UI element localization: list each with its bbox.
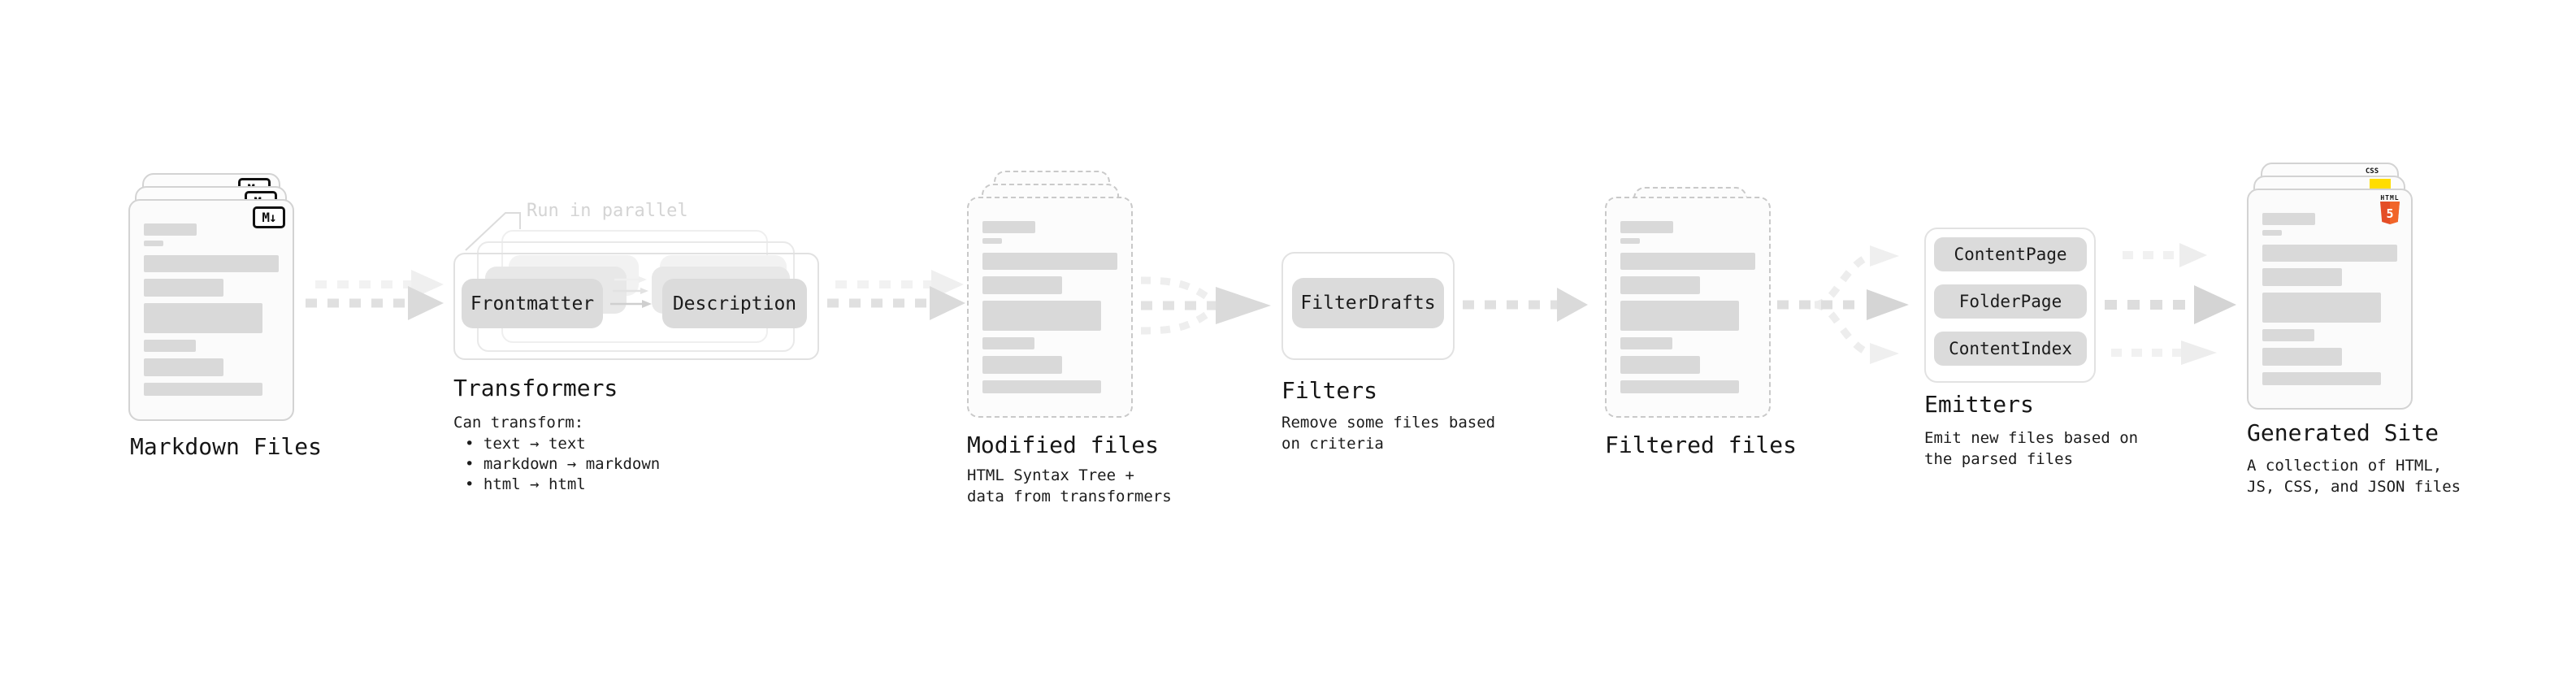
skeleton-bar bbox=[2262, 348, 2342, 366]
skeleton-bar bbox=[2262, 329, 2314, 341]
skeleton-bar bbox=[2262, 372, 2381, 385]
filters-desc: on criteria bbox=[1281, 435, 1384, 453]
skeleton-bar bbox=[982, 276, 1062, 294]
skeleton-bar bbox=[1620, 238, 1640, 244]
filters-desc: Remove some files based bbox=[1281, 414, 1496, 432]
skeleton-bar bbox=[144, 358, 223, 376]
skeleton-bar bbox=[982, 380, 1101, 393]
markdown-icon: M↓ bbox=[253, 206, 285, 228]
skeleton-bar bbox=[982, 253, 1117, 270]
js-file-icon bbox=[2370, 179, 2391, 190]
skeleton-bar bbox=[2262, 293, 2381, 323]
transformers-bullet: • text → text bbox=[465, 435, 586, 453]
html5-icon-wordmark: HTML bbox=[2380, 194, 2400, 202]
skeleton-bar bbox=[144, 241, 163, 246]
svg-text:5: 5 bbox=[2386, 206, 2393, 221]
html5-icon: HTML 5 bbox=[2379, 194, 2401, 229]
emitter-pill-contentpage: ContentPage bbox=[1934, 237, 2087, 271]
modified-files-desc: HTML Syntax Tree + bbox=[967, 466, 1134, 484]
markdown-file-card: M↓ bbox=[128, 199, 294, 421]
filters-label: Filters bbox=[1281, 377, 1378, 404]
arrow-filters-to-filtered bbox=[1463, 288, 1588, 322]
skeleton-bar bbox=[1620, 356, 1700, 374]
emitters-label: Emitters bbox=[1924, 391, 2034, 418]
transformers-bullet: • markdown → markdown bbox=[465, 455, 661, 473]
generated-site-desc: JS, CSS, and JSON files bbox=[2247, 478, 2461, 496]
run-in-parallel-connector bbox=[465, 212, 521, 251]
emitters-desc: the parsed files bbox=[1924, 450, 2074, 468]
generated-site-label: Generated Site bbox=[2247, 419, 2439, 446]
modified-files-desc: data from transformers bbox=[967, 488, 1172, 505]
file-skeleton bbox=[2262, 213, 2397, 385]
skeleton-bar bbox=[144, 255, 279, 272]
site-file-card-html: HTML 5 bbox=[2247, 189, 2413, 410]
transformer-pill-frontmatter: Frontmatter bbox=[462, 279, 603, 328]
skeleton-bar bbox=[144, 223, 197, 236]
modified-file-card bbox=[967, 197, 1133, 418]
skeleton-bar bbox=[982, 301, 1101, 331]
arrow-filtered-to-emitters bbox=[1777, 245, 1909, 364]
transformers-desc-heading: Can transform: bbox=[453, 414, 584, 432]
file-skeleton bbox=[982, 221, 1117, 393]
skeleton-bar bbox=[1620, 380, 1739, 393]
markdown-files-label: Markdown Files bbox=[130, 433, 323, 460]
emitters-desc: Emit new files based on bbox=[1924, 429, 2139, 447]
transformer-pill-description: Description bbox=[662, 279, 807, 328]
skeleton-bar bbox=[982, 337, 1034, 349]
arrow-transformers-to-modified bbox=[827, 286, 965, 320]
transformers-bullet: • html → html bbox=[465, 475, 586, 493]
arrow-modified-to-filters bbox=[1140, 276, 1271, 335]
skeleton-bar bbox=[144, 279, 223, 297]
emitter-pill-contentindex: ContentIndex bbox=[1934, 332, 2087, 366]
skeleton-bar bbox=[1620, 276, 1700, 294]
skeleton-bar bbox=[1620, 301, 1739, 331]
arrow-emitters-out-top bbox=[2123, 243, 2207, 267]
css-icon-label: CSS bbox=[2365, 167, 2379, 176]
generated-site-desc: A collection of HTML, bbox=[2247, 457, 2443, 475]
html5-shield: 5 bbox=[2380, 202, 2400, 224]
file-skeleton bbox=[1620, 221, 1755, 393]
skeleton-bar bbox=[2262, 245, 2397, 262]
emitter-pill-folderpage: FolderPage bbox=[1934, 284, 2087, 319]
skeleton-bar bbox=[2262, 268, 2342, 286]
filter-pill-filterdrafts: FilterDrafts bbox=[1292, 278, 1444, 328]
skeleton-bar bbox=[2262, 213, 2315, 225]
transformers-label: Transformers bbox=[453, 375, 618, 401]
file-skeleton bbox=[144, 223, 279, 396]
skeleton-bar bbox=[1620, 253, 1755, 270]
transformer-box-front bbox=[453, 253, 819, 360]
arrow-emitters-out-bottom bbox=[2111, 340, 2217, 365]
parallel-flow-arrows bbox=[610, 276, 652, 308]
skeleton-bar bbox=[1620, 221, 1673, 233]
arrow-emitters-out-middle bbox=[2105, 285, 2236, 324]
skeleton-bar bbox=[2262, 230, 2282, 236]
filtered-files-label: Filtered files bbox=[1605, 432, 1798, 458]
skeleton-bar bbox=[144, 303, 262, 333]
arrow-markdown-to-transformers bbox=[306, 286, 444, 320]
skeleton-bar bbox=[982, 238, 1002, 244]
run-in-parallel-note: Run in parallel bbox=[527, 201, 688, 221]
skeleton-bar bbox=[144, 340, 196, 352]
skeleton-bar bbox=[1620, 337, 1672, 349]
skeleton-bar bbox=[982, 356, 1062, 374]
modified-files-label: Modified files bbox=[967, 432, 1160, 458]
skeleton-bar bbox=[982, 221, 1035, 233]
filtered-file-card bbox=[1605, 197, 1771, 418]
skeleton-bar bbox=[144, 383, 262, 396]
